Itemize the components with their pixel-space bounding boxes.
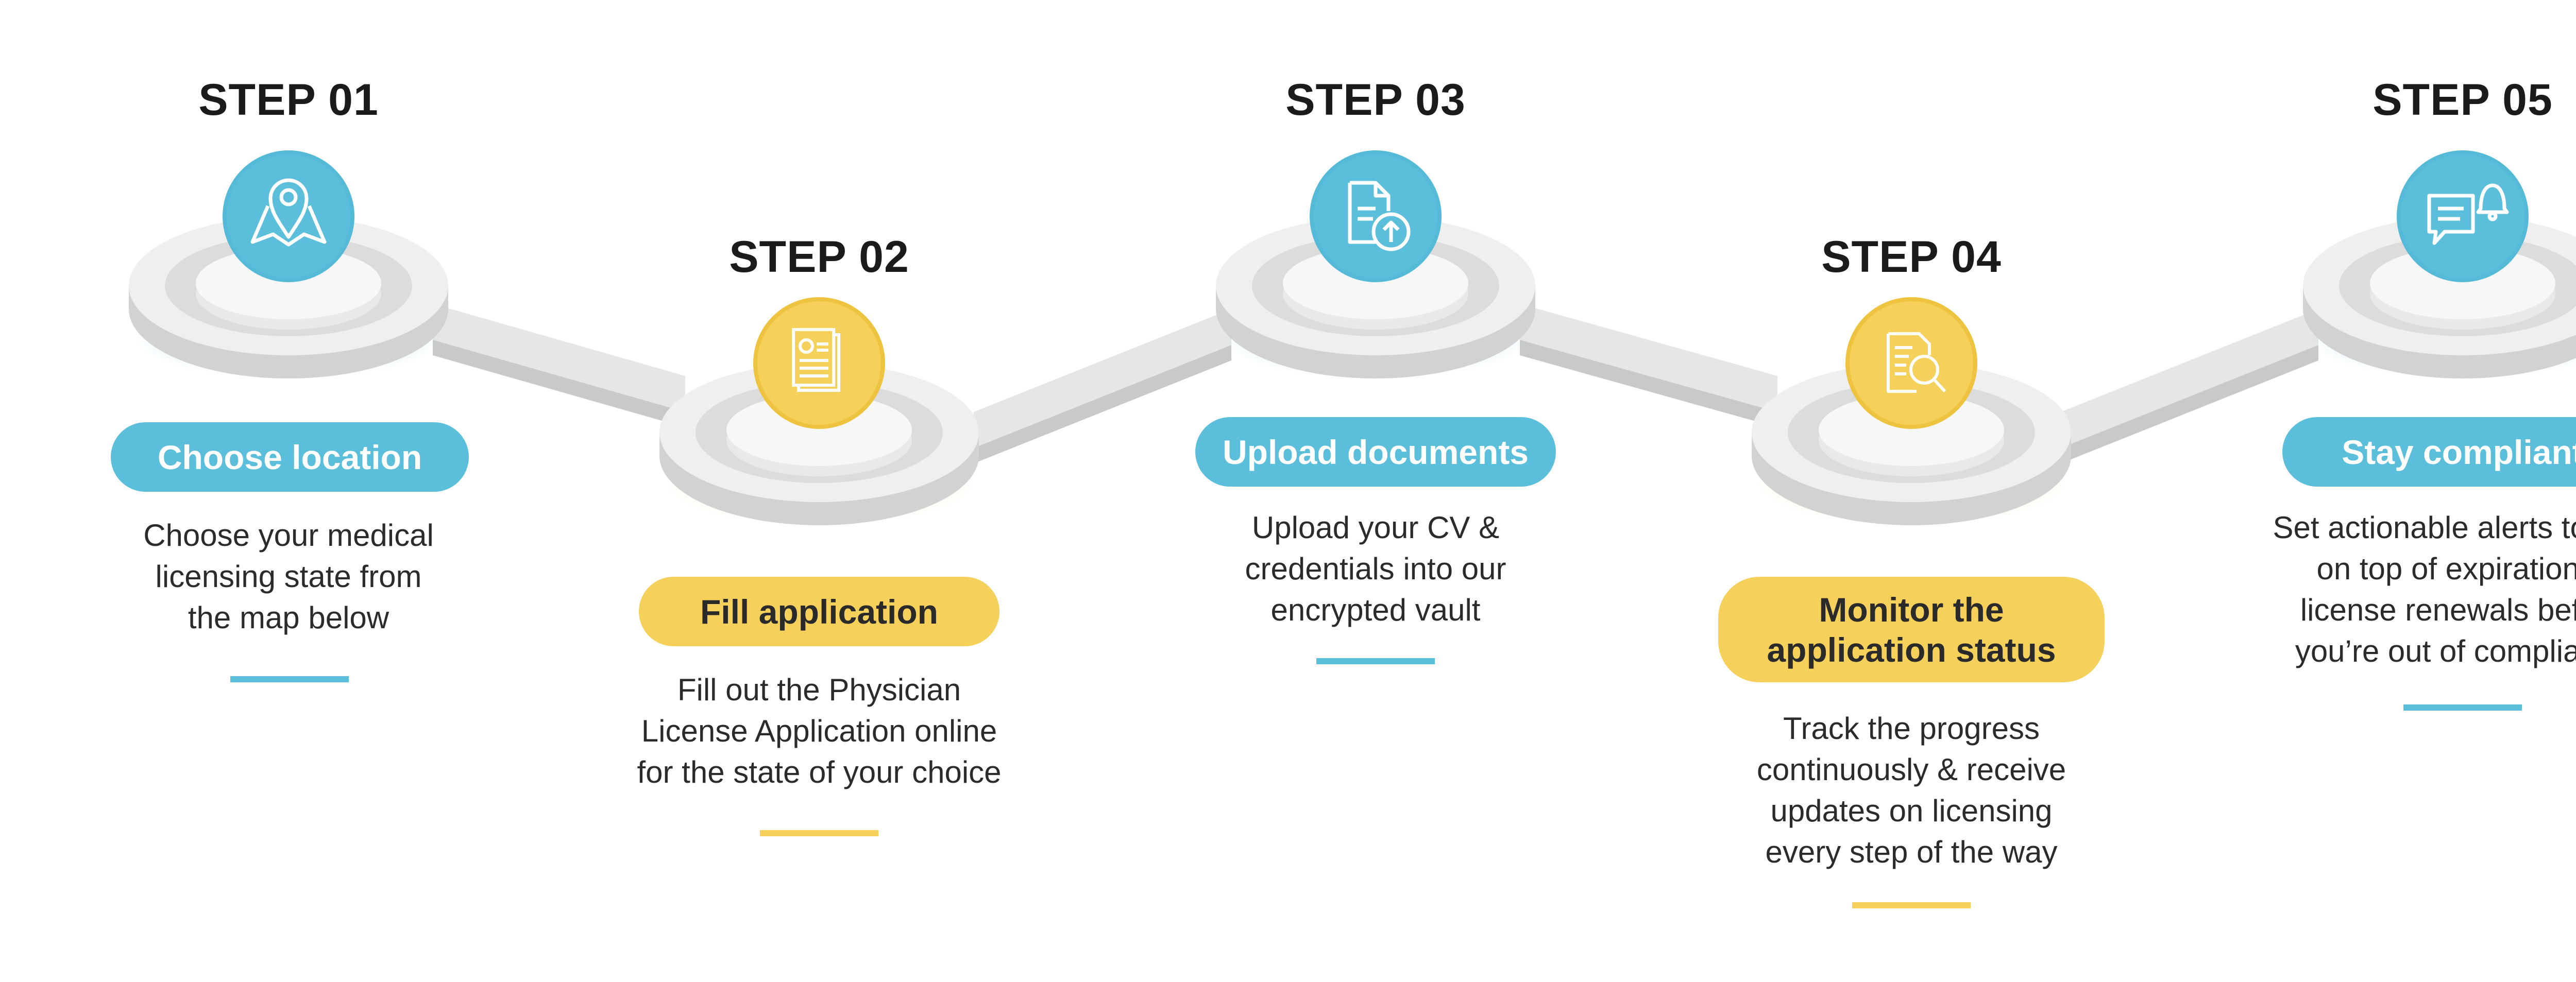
step-5-description-line: Set actionable alerts to stay: [2273, 510, 2576, 545]
step-5-platform: [2303, 216, 2576, 378]
step-2-description-line: for the state of your choice: [637, 755, 1002, 789]
step-2-platform: [659, 363, 979, 525]
step-3-underline: [1316, 658, 1435, 664]
step-3-label: STEP 03: [1285, 75, 1466, 125]
step-4-description-line: continuously & receive: [1756, 752, 2066, 787]
step-4-title-line-2: application status: [1767, 630, 2056, 669]
step-1-description-line: Choose your medical: [143, 518, 434, 553]
step-5-icon-circle: [2397, 150, 2529, 282]
step-5-description-line: license renewals before: [2300, 593, 2576, 627]
step-3-description-line: credentials into our: [1245, 552, 1506, 586]
bridge-2-3: [974, 309, 1231, 448]
step-1-icon-circle: [223, 150, 354, 282]
step-4-underline: [1852, 902, 1971, 908]
map-pin-icon: [250, 178, 327, 247]
step-1-underline: [230, 676, 349, 682]
document-search-icon: [1887, 332, 1946, 393]
step-4-icon-circle: [1845, 297, 1977, 429]
step-4-title-line-1: Monitor the: [1819, 590, 2004, 629]
step-4-description-line: Track the progress: [1783, 711, 2040, 746]
step-3-description: Upload your CV & credentials into our en…: [1170, 507, 1582, 631]
step-2-underline: [760, 830, 878, 836]
step-3-title-pill: Upload documents: [1195, 417, 1556, 487]
step-2-description: Fill out the Physician License Applicati…: [587, 669, 1051, 793]
bridge-4-5-side: [2061, 345, 2318, 463]
bridge-2-3-side: [974, 345, 1231, 463]
chat-bell-icon: [2427, 183, 2509, 245]
bridge-1-2-side: [433, 340, 685, 427]
bridge-3-4: [1520, 304, 1777, 412]
step-1-description: Choose your medical licensing state from…: [82, 515, 495, 639]
step-2-label: STEP 02: [729, 232, 909, 282]
step-1-label: STEP 01: [198, 75, 379, 125]
connector-bridges: [433, 304, 2318, 463]
step-4-description: Track the progress continuously & receiv…: [1705, 708, 2117, 873]
step-3-description-line: Upload your CV &: [1251, 510, 1500, 545]
bridge-4-5: [2061, 309, 2318, 448]
step-5-description-line: you’re out of compliance: [2295, 634, 2576, 668]
step-2-title-pill: Fill application: [639, 577, 999, 646]
step-1-title-pill: Choose location: [111, 422, 469, 492]
step-1-platform: [129, 216, 448, 378]
step-2-description-line: License Application online: [641, 714, 997, 748]
bridge-3-4-side: [1520, 340, 1777, 427]
step-5-description-line: on top of expiration &: [2316, 552, 2576, 586]
bridge-1-2: [433, 304, 685, 412]
upload-document-icon: [1348, 181, 1411, 251]
step-4-label: STEP 04: [1821, 232, 2002, 282]
step-1-description-line: the map below: [188, 600, 389, 635]
step-4-description-line: updates on licensing: [1770, 794, 2053, 828]
step-4-platform: [1752, 363, 2071, 525]
step-2-description-line: Fill out the Physician: [677, 673, 961, 707]
step-4-title-pill: Monitor the application status: [1718, 577, 2105, 682]
step-3-description-line: encrypted vault: [1270, 593, 1481, 627]
step-4-description-line: every step of the way: [1765, 835, 2058, 869]
step-2-icon-circle: [753, 297, 885, 429]
step-5-label: STEP 05: [2372, 75, 2553, 125]
application-form-icon: [792, 328, 840, 392]
step-5-title-pill: Stay compliant: [2282, 417, 2576, 487]
step-5-underline: [2403, 704, 2522, 711]
step-3-icon-circle: [1310, 150, 1442, 282]
step-3-platform: [1216, 216, 1535, 378]
step-5-description: Set actionable alerts to stay on top of …: [2231, 507, 2576, 672]
step-1-description-line: licensing state from: [155, 559, 422, 594]
